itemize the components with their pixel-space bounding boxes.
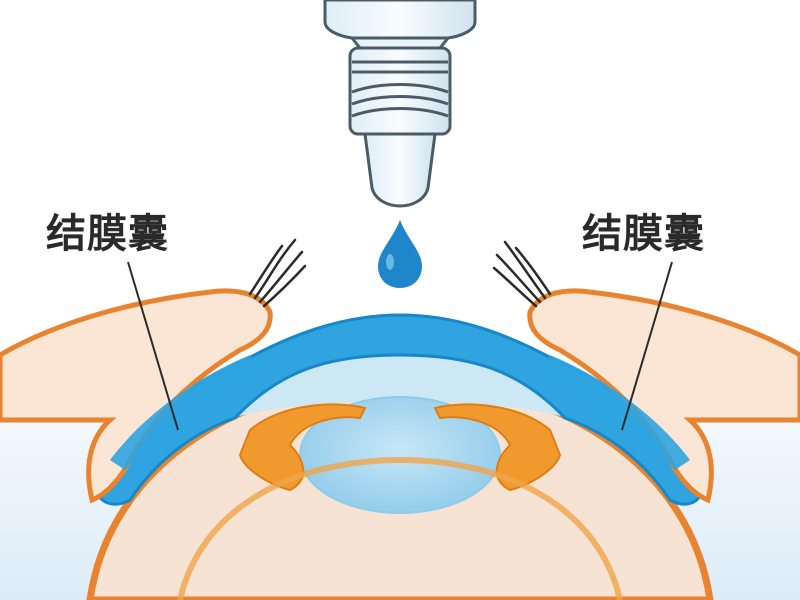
eyelid-right — [527, 288, 800, 504]
eyelid-left-sac — [110, 355, 260, 470]
label-conjunctival-sac-left: 结膜囊 — [46, 211, 169, 257]
eyelashes-right — [492, 240, 552, 308]
eye-drop — [378, 220, 422, 288]
eye-drop-bottle — [323, 0, 477, 208]
iris-left — [238, 403, 367, 492]
bottle-nozzle — [363, 132, 437, 208]
bottle-threads — [351, 60, 449, 118]
eyelashes-left — [248, 238, 307, 308]
label-conjunctival-sac-right: 结膜囊 — [582, 211, 705, 257]
eye-drop-highlight — [386, 254, 394, 270]
pointer-line-right — [621, 261, 673, 431]
lens — [299, 396, 501, 514]
iris-right — [433, 403, 562, 492]
cornea-chamber — [225, 352, 575, 420]
eyelid-left — [0, 288, 273, 504]
eye-inner-rim — [177, 456, 623, 600]
eyelid-right-sac — [540, 355, 690, 470]
bottle-body — [323, 0, 477, 40]
pointer-line-left — [127, 261, 179, 431]
